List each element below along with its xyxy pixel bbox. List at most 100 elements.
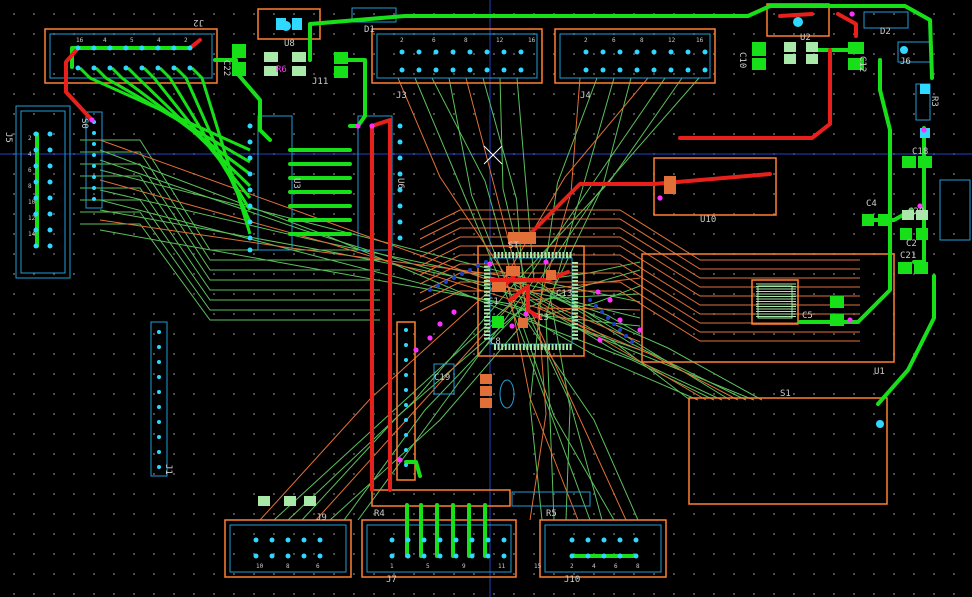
U8-pad-4[interactable] <box>292 66 306 76</box>
U3-silkscreen[interactable] <box>257 115 293 251</box>
U2-pad-2[interactable] <box>806 42 818 52</box>
signal-trace <box>525 319 715 401</box>
qfp-pin <box>515 344 518 350</box>
U8-via-2[interactable] <box>292 18 302 30</box>
C21-pad-a[interactable] <box>898 262 912 274</box>
J8-silkscreen[interactable] <box>939 179 971 241</box>
R-J9-3[interactable] <box>304 496 316 506</box>
C-XTAL-2[interactable] <box>480 386 492 396</box>
R5-silkscreen[interactable] <box>511 491 591 507</box>
C-IC-top-2[interactable] <box>522 232 536 244</box>
C-XTAL-1[interactable] <box>480 374 492 384</box>
qfp-pin <box>484 330 490 333</box>
qfp-pin <box>572 316 578 318</box>
C8-pad[interactable] <box>492 316 504 328</box>
U2-pad-4[interactable] <box>806 54 818 64</box>
J3-courtyard[interactable] <box>371 28 543 84</box>
C-IC-mid[interactable] <box>546 270 556 280</box>
qfp-pin <box>555 344 558 350</box>
via-blue <box>460 272 464 276</box>
C2-pad-a[interactable] <box>900 228 912 240</box>
C20-pad-a[interactable] <box>902 210 914 220</box>
C11-pad-b[interactable] <box>334 66 348 78</box>
U8-pad[interactable] <box>264 52 278 62</box>
th-pad <box>247 187 253 193</box>
mid-strip-courtyard[interactable] <box>396 321 416 481</box>
C4-pad-b[interactable] <box>878 214 890 226</box>
C22-pad-a[interactable] <box>232 44 246 58</box>
signal-trace <box>465 77 523 293</box>
qfp-pin <box>569 344 572 350</box>
R3-pad-2[interactable] <box>920 128 930 138</box>
C2-pad-b[interactable] <box>916 228 928 240</box>
th-pad <box>453 553 459 559</box>
U1-courtyard[interactable] <box>641 253 895 363</box>
qfp-pin <box>484 276 490 279</box>
C-XTAL-3[interactable] <box>480 398 492 408</box>
C18-pad-a[interactable] <box>902 156 916 168</box>
U8-pad-2[interactable] <box>292 52 306 62</box>
J9-courtyard[interactable] <box>224 519 352 578</box>
U10-part[interactable] <box>664 176 676 194</box>
signal-trace <box>287 283 515 521</box>
J5-silkscreen[interactable] <box>15 105 71 279</box>
J4-pin-label: 2 <box>584 37 588 44</box>
C-U5-pad-b[interactable] <box>830 314 844 326</box>
th-pad <box>484 49 490 55</box>
C13-body[interactable] <box>492 282 506 292</box>
J5-pin-label: 14 <box>28 231 36 238</box>
C18-pad-b[interactable] <box>918 156 932 168</box>
C4-pad-a[interactable] <box>862 214 874 226</box>
R-J9-1[interactable] <box>258 496 270 506</box>
via <box>543 259 549 265</box>
J5-pin-label: 12 <box>28 215 36 222</box>
C21-pad-b[interactable] <box>914 262 928 274</box>
U10-courtyard[interactable] <box>653 157 777 216</box>
C12-pad-a[interactable] <box>848 42 864 54</box>
U2-pad[interactable] <box>784 42 796 52</box>
C11-pad-a[interactable] <box>334 52 348 64</box>
U5-courtyard[interactable] <box>751 279 799 325</box>
th-pad <box>501 537 507 543</box>
J1-silkscreen[interactable] <box>150 321 168 477</box>
D2-silkscreen[interactable] <box>863 11 909 29</box>
R-J9-2[interactable] <box>284 496 296 506</box>
J10-courtyard[interactable] <box>539 519 667 578</box>
C20-pad-b[interactable] <box>916 210 928 220</box>
C22-pad-b[interactable] <box>232 62 246 76</box>
U2-pad-3[interactable] <box>784 54 796 64</box>
C-IC-mid-2[interactable] <box>506 266 520 276</box>
th-pad <box>397 187 403 193</box>
th-pad <box>404 373 408 377</box>
signal-trace-left <box>80 211 380 311</box>
qfp-pin <box>572 305 578 308</box>
C-IC-low[interactable] <box>518 318 528 328</box>
C10-pad-a[interactable] <box>752 42 766 56</box>
J4-courtyard[interactable] <box>554 28 716 84</box>
U6-silkscreen[interactable] <box>357 115 393 251</box>
qfp-pin <box>484 337 490 340</box>
label-C12: C12 <box>857 56 867 72</box>
signal-trace <box>545 315 555 521</box>
qfp-pin <box>572 269 578 272</box>
crystal-outline[interactable] <box>499 379 515 409</box>
via <box>369 123 375 129</box>
C19-silkscreen[interactable] <box>433 363 455 395</box>
R3-pad[interactable] <box>920 84 930 94</box>
C12-pad-b[interactable] <box>848 58 864 70</box>
U4-courtyard[interactable] <box>477 245 585 357</box>
C-IC-top-1[interactable] <box>508 232 522 244</box>
C-U5-pad-a[interactable] <box>830 296 844 308</box>
R4-courtyard[interactable] <box>371 489 511 507</box>
th-pad <box>247 203 253 209</box>
label-C18: C18 <box>912 147 928 157</box>
via <box>509 323 515 329</box>
U8-pad-3[interactable] <box>264 66 278 76</box>
C10-pad-b[interactable] <box>752 58 766 70</box>
qfp-pin <box>484 334 490 336</box>
S1-courtyard[interactable] <box>688 397 888 505</box>
U8-via[interactable] <box>276 18 286 30</box>
label-J6: J6 <box>900 57 911 67</box>
